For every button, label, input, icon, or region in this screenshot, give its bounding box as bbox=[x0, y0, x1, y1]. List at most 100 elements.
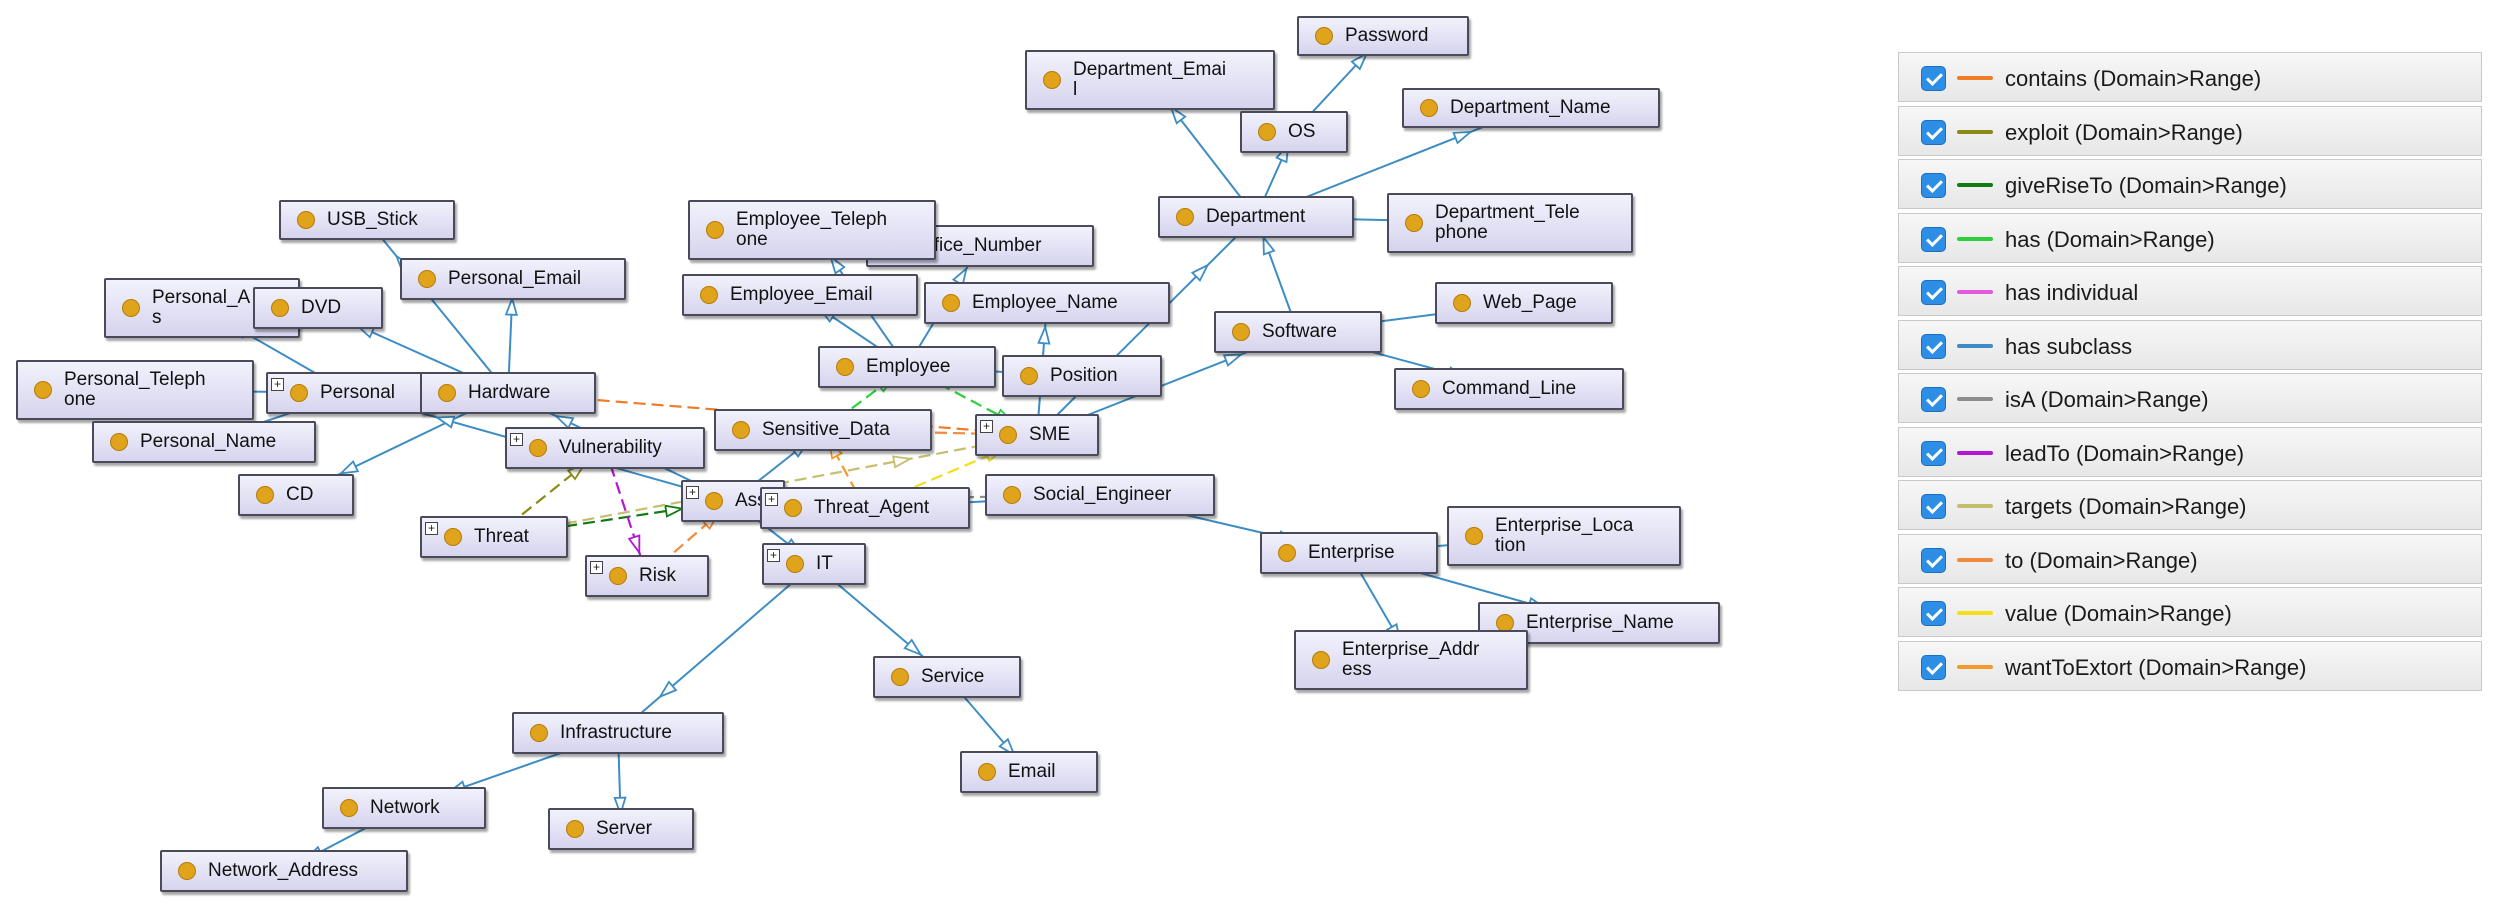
node-hardware[interactable]: Hardware bbox=[420, 372, 596, 414]
class-icon bbox=[942, 294, 960, 312]
node-label: Department_Name bbox=[1450, 97, 1611, 118]
node-department-email[interactable]: Department_Emai l bbox=[1025, 50, 1275, 110]
node-it[interactable]: +IT bbox=[762, 543, 866, 585]
expand-icon[interactable]: + bbox=[767, 549, 780, 562]
node-label: Personal_Email bbox=[448, 268, 582, 289]
node-enterprise-name[interactable]: Enterprise_Name bbox=[1478, 602, 1720, 644]
node-server[interactable]: Server bbox=[548, 808, 694, 850]
node-software[interactable]: Software bbox=[1214, 311, 1382, 353]
node-service[interactable]: Service bbox=[873, 656, 1021, 698]
class-icon bbox=[891, 668, 909, 686]
node-personal-telephone[interactable]: Personal_Teleph one bbox=[16, 360, 254, 420]
arrowhead-icon bbox=[903, 638, 923, 657]
class-icon bbox=[700, 286, 718, 304]
node-enterprise[interactable]: Enterprise bbox=[1260, 532, 1438, 574]
legend-color-swatch bbox=[1957, 343, 1993, 348]
node-department[interactable]: Department bbox=[1158, 196, 1354, 238]
legend-checkbox[interactable] bbox=[1921, 547, 1946, 573]
legend-checkbox[interactable] bbox=[1921, 280, 1946, 305]
legend-checkbox[interactable] bbox=[1921, 119, 1946, 145]
legend-item[interactable]: exploit (Domain>Range) bbox=[1898, 105, 2482, 156]
legend-item[interactable]: leadTo (Domain>Range) bbox=[1898, 426, 2482, 477]
legend-item[interactable]: giveRiseTo (Domain>Range) bbox=[1898, 159, 2482, 209]
node-employee-name[interactable]: Employee_Name bbox=[924, 282, 1170, 324]
class-icon bbox=[609, 567, 627, 585]
node-department-name[interactable]: Department_Name bbox=[1402, 88, 1660, 128]
expand-icon[interactable]: + bbox=[510, 433, 523, 446]
node-sme[interactable]: + SME bbox=[975, 414, 1099, 456]
node-cd[interactable]: CD bbox=[238, 474, 354, 516]
expand-icon[interactable]: + bbox=[765, 493, 778, 506]
node-department-telephone[interactable]: Department_Tele phone bbox=[1387, 193, 1633, 253]
legend-color-swatch bbox=[1957, 397, 1993, 401]
node-web-page[interactable]: Web_Page bbox=[1435, 282, 1613, 324]
legend-item[interactable]: to (Domain>Range) bbox=[1898, 533, 2482, 584]
expand-icon[interactable]: + bbox=[271, 378, 284, 391]
node-employee-telephone[interactable]: Employee_Teleph one bbox=[688, 200, 936, 260]
node-employee[interactable]: Employee bbox=[818, 346, 996, 388]
legend-checkbox[interactable] bbox=[1921, 440, 1946, 466]
node-vulnerability[interactable]: +Vulnerability bbox=[505, 427, 705, 469]
arrowhead-icon bbox=[892, 455, 913, 469]
expand-icon[interactable]: + bbox=[590, 561, 603, 574]
node-personal-name[interactable]: Personal_Name bbox=[92, 421, 316, 463]
legend-checkbox[interactable] bbox=[1921, 333, 1946, 359]
legend-label: to (Domain>Range) bbox=[2005, 547, 2198, 573]
legend-label: has individual bbox=[2005, 280, 2139, 305]
arrowhead-icon bbox=[1169, 104, 1187, 125]
node-employee-email[interactable]: Employee_Email bbox=[682, 274, 918, 316]
node-label: Infrastructure bbox=[560, 722, 672, 743]
expand-icon[interactable]: + bbox=[686, 486, 699, 499]
node-personal-email[interactable]: Personal_Email bbox=[400, 258, 626, 300]
arrowhead-icon bbox=[664, 504, 685, 518]
node-social-engineer[interactable]: Social_Engineer bbox=[985, 474, 1215, 516]
legend-item[interactable]: wantToExtort (Domain>Range) bbox=[1898, 640, 2482, 691]
node-risk[interactable]: +Risk bbox=[585, 555, 709, 597]
edge-it-infrastructure bbox=[617, 563, 815, 734]
node-infrastructure[interactable]: Infrastructure bbox=[512, 712, 724, 754]
legend-checkbox[interactable] bbox=[1921, 173, 1946, 198]
node-label: Department_Emai l bbox=[1073, 59, 1227, 100]
legend-item[interactable]: has (Domain>Range) bbox=[1898, 212, 2482, 263]
node-threat-agent[interactable]: + Threat_Agent bbox=[760, 487, 970, 529]
arrowhead-icon bbox=[1190, 263, 1210, 282]
legend-checkbox[interactable] bbox=[1921, 66, 1946, 91]
legend-item[interactable]: has subclass bbox=[1898, 319, 2482, 370]
node-threat[interactable]: +Threat bbox=[420, 516, 568, 558]
legend-item[interactable]: targets (Domain>Range) bbox=[1898, 480, 2482, 530]
legend-checkbox[interactable] bbox=[1921, 387, 1946, 412]
node-label: Threat_Agent bbox=[814, 497, 930, 518]
node-label: SME bbox=[1029, 424, 1071, 445]
node-email[interactable]: Email bbox=[960, 751, 1098, 793]
expand-icon[interactable]: + bbox=[980, 420, 993, 433]
node-command-line[interactable]: Command_Line bbox=[1394, 368, 1624, 410]
legend-item[interactable]: isA (Domain>Range) bbox=[1898, 373, 2482, 423]
legend-checkbox[interactable] bbox=[1921, 601, 1946, 626]
node-enterprise-address[interactable]: Enterprise_Addr ess bbox=[1294, 630, 1528, 690]
legend-checkbox[interactable] bbox=[1921, 494, 1946, 519]
node-label: USB_Stick bbox=[327, 209, 418, 230]
node-personal[interactable]: + Personal bbox=[266, 372, 434, 414]
node-position[interactable]: Position bbox=[1002, 355, 1162, 397]
expand-icon[interactable]: + bbox=[425, 522, 438, 535]
legend-item[interactable]: has individual bbox=[1898, 266, 2482, 316]
legend-checkbox[interactable] bbox=[1921, 226, 1946, 252]
edge-sme-department bbox=[1036, 216, 1257, 436]
node-enterprise-location[interactable]: Enterprise_Loca tion bbox=[1447, 506, 1681, 566]
node-network[interactable]: Network bbox=[322, 787, 486, 829]
legend-checkbox[interactable] bbox=[1921, 654, 1946, 680]
class-icon bbox=[530, 724, 548, 742]
node-sensitive-data[interactable]: Sensitive_Data bbox=[714, 409, 932, 451]
node-label: CD bbox=[286, 484, 314, 505]
node-dvd[interactable]: DVD bbox=[253, 287, 383, 329]
arrowhead-icon bbox=[828, 254, 846, 275]
node-network-address[interactable]: Network_Address bbox=[160, 850, 408, 892]
legend-item[interactable]: value (Domain>Range) bbox=[1898, 587, 2482, 637]
node-os[interactable]: OS bbox=[1240, 111, 1348, 153]
node-usb-stick[interactable]: USB_Stick bbox=[279, 200, 455, 240]
legend-item[interactable]: contains (Domain>Range) bbox=[1898, 52, 2482, 102]
arrowhead-icon bbox=[553, 414, 575, 430]
class-icon bbox=[1003, 486, 1021, 504]
node-password[interactable]: Password bbox=[1297, 16, 1469, 56]
node-label: Personal bbox=[320, 382, 395, 403]
